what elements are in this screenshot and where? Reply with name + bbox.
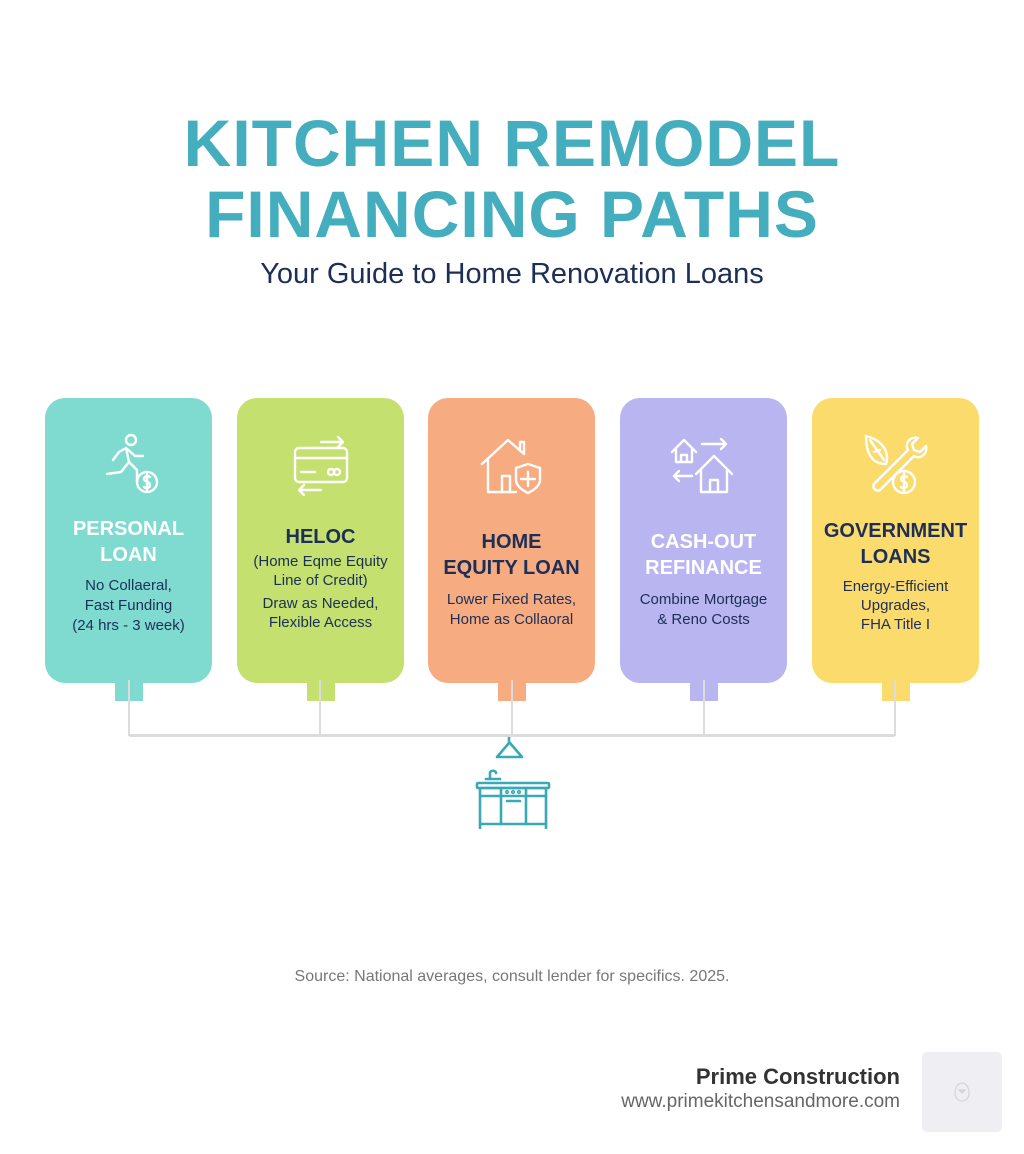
card-description: Energy-Efficient bbox=[842, 578, 949, 595]
brand-name: Prime Construction bbox=[695, 1064, 900, 1089]
card-government-loans: GOVERNMENT LOANS Energy-Efficient Upgrad… bbox=[812, 398, 979, 701]
connector-line bbox=[319, 680, 321, 736]
card-heading: REFINANCE bbox=[645, 557, 762, 579]
leaf-wrench-dollar-icon bbox=[860, 430, 932, 502]
card-description: Fast Funding bbox=[84, 597, 173, 614]
card-description: Lower Fixed Rates, bbox=[446, 591, 577, 608]
card-heloc: HELOC (Home Eqme Equity Line of Credit) … bbox=[237, 398, 404, 701]
houses-exchange-icon bbox=[668, 430, 740, 502]
page-title-line-1: KITCHEN REMODEL bbox=[183, 106, 841, 180]
card-description: No Collaeral, bbox=[85, 577, 172, 594]
connector-line bbox=[703, 680, 705, 736]
page-subtitle: Your Guide to Home Renovation Loans bbox=[260, 258, 764, 290]
credit-card-arrows-icon bbox=[285, 430, 357, 502]
card-heading: PERSONAL bbox=[72, 518, 185, 540]
connector-line bbox=[128, 680, 130, 736]
brand-url[interactable]: www.primekitchensandmore.com bbox=[621, 1091, 900, 1112]
card-description: (24 hrs - 3 week) bbox=[72, 617, 185, 634]
card-heading: GOVERNMENT bbox=[823, 520, 968, 542]
card-heading: LOANS bbox=[860, 546, 931, 568]
card-heading: LOAN bbox=[100, 544, 157, 566]
card-home-equity-loan: HOME EQUITY LOAN Lower Fixed Rates, Home… bbox=[428, 398, 595, 701]
card-description: FHA Title I bbox=[860, 616, 931, 633]
card-description: Upgrades, bbox=[860, 597, 931, 614]
card-cash-out-refinance: CASH-OUT REFINANCE Combine Mortgage & Re… bbox=[620, 398, 787, 701]
kitchen-icon bbox=[470, 735, 556, 830]
running-person-dollar-icon bbox=[93, 430, 165, 502]
house-shield-icon bbox=[476, 430, 548, 502]
card-description: & Reno Costs bbox=[657, 611, 750, 628]
card-subheading: Line of Credit) bbox=[273, 572, 368, 589]
logo-placeholder-icon bbox=[954, 1082, 970, 1102]
connector-bar bbox=[128, 734, 896, 737]
card-heading: CASH-OUT bbox=[650, 531, 757, 553]
card-heading: HOME bbox=[481, 531, 542, 553]
source-note: Source: National averages, consult lende… bbox=[294, 968, 730, 985]
card-description: Draw as Needed, bbox=[262, 595, 379, 612]
card-description: Home as Collaoral bbox=[449, 611, 574, 628]
card-description: Combine Mortgage bbox=[639, 591, 768, 608]
card-subheading: (Home Eqme Equity bbox=[253, 553, 388, 570]
page-title-line-2: FINANCING PATHS bbox=[205, 177, 819, 251]
logo-placeholder bbox=[922, 1052, 1002, 1132]
connector-line bbox=[894, 680, 896, 736]
card-description: Flexible Access bbox=[268, 614, 373, 631]
connector-line bbox=[511, 680, 513, 736]
card-heading: EQUITY LOAN bbox=[443, 557, 580, 579]
card-personal-loan: PERSONAL LOAN No Collaeral, Fast Funding… bbox=[45, 398, 212, 701]
card-heading: HELOC bbox=[285, 526, 356, 548]
brand-block: Prime Construction www.primekitchensandm… bbox=[621, 1064, 900, 1114]
